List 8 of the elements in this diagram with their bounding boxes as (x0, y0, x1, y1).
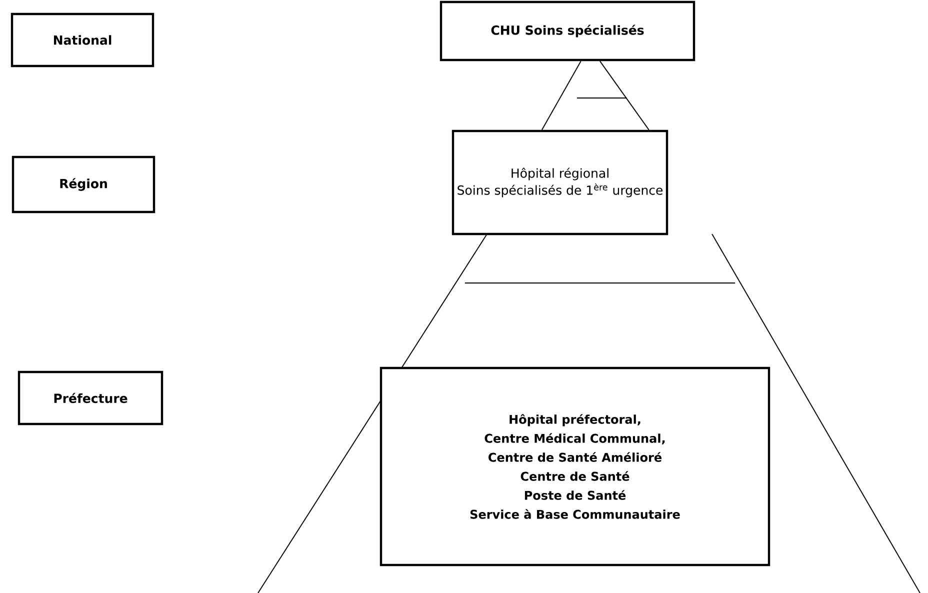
connector-line (599, 60, 650, 130)
level-box: Préfecture (18, 370, 164, 426)
facility-box: Hôpital préfectoral, Centre Médical Communal, Centre de Santé Amélioré Centre de Santé Poste de Santé Service à Base Communautaire (380, 366, 770, 566)
connector-line (541, 60, 582, 130)
level-box: National (10, 12, 154, 68)
facility-box: CHU Soins spécialisés (440, 0, 696, 62)
facility-box: Hôpital régional Soins spécialisés de 1$^{ère}$ urgence (452, 130, 668, 236)
level-box: Région (12, 156, 156, 214)
